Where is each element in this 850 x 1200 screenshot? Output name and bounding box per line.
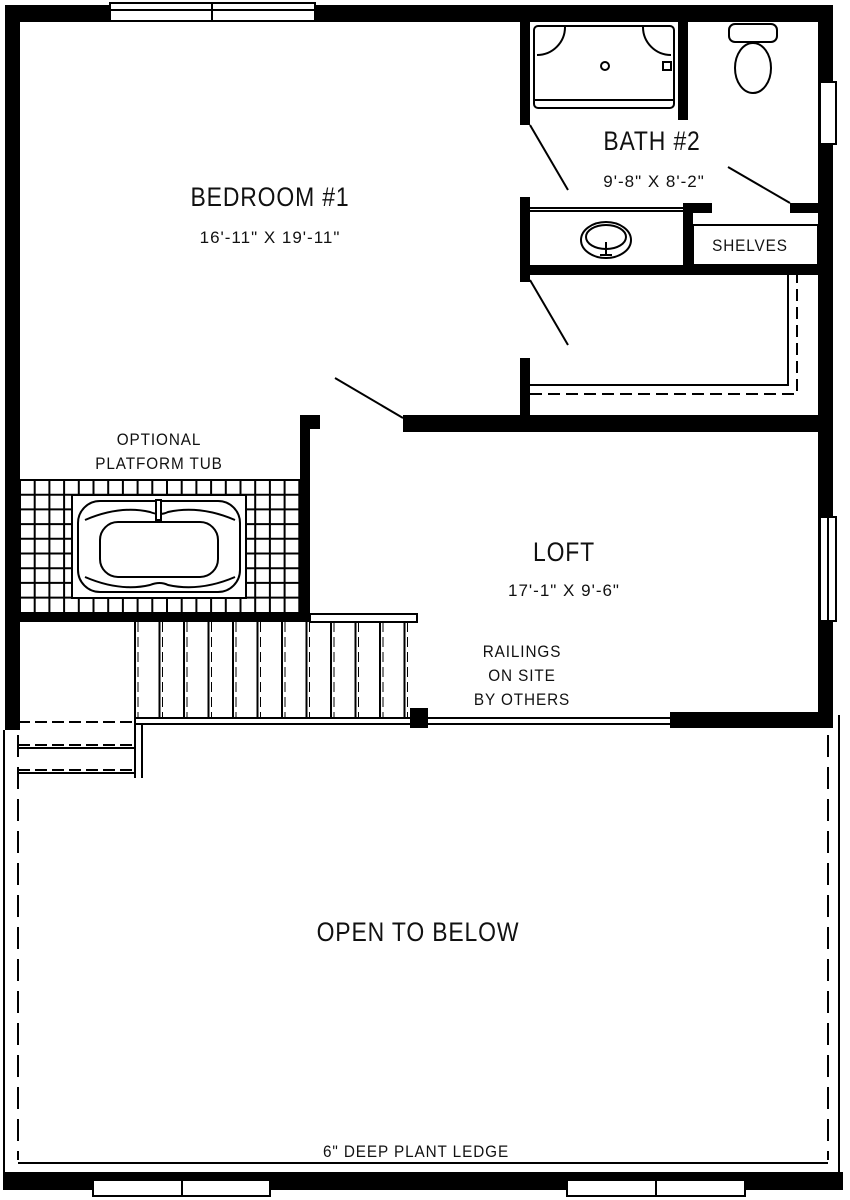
tub-label-1: OPTIONAL xyxy=(116,430,202,449)
stairs xyxy=(18,613,818,778)
shelves-box xyxy=(692,224,819,266)
bath-name: BATH #2 xyxy=(603,126,701,156)
railing-note-2: ON SITE xyxy=(488,666,556,685)
railing-note-1: RAILINGS xyxy=(482,642,562,661)
interior-walls xyxy=(5,22,818,728)
loft-size: 17'-1" X 9'-6" xyxy=(508,581,620,600)
closet xyxy=(530,275,798,395)
shelves-label: SHELVES xyxy=(712,236,788,255)
windows xyxy=(92,2,837,1197)
shower xyxy=(533,25,675,109)
plant-ledge-label: 6" DEEP PLANT LEDGE xyxy=(322,1142,510,1161)
loft-name: LOFT xyxy=(532,537,596,567)
bathtub xyxy=(71,494,247,599)
tub-label-2: PLATFORM TUB xyxy=(95,454,223,473)
railing-note-3: BY OTHERS xyxy=(473,690,571,709)
bath-size: 9'-8" X 8'-2" xyxy=(603,172,705,191)
open-to-below-label: OPEN TO BELOW xyxy=(316,917,520,947)
toilet xyxy=(728,23,778,94)
open-below-lines xyxy=(3,715,840,1172)
bedroom-size: 16'-11" X 19'-11" xyxy=(199,228,341,247)
bedroom-name: BEDROOM #1 xyxy=(190,182,350,212)
vanity xyxy=(530,207,683,259)
door-swings xyxy=(334,124,791,419)
